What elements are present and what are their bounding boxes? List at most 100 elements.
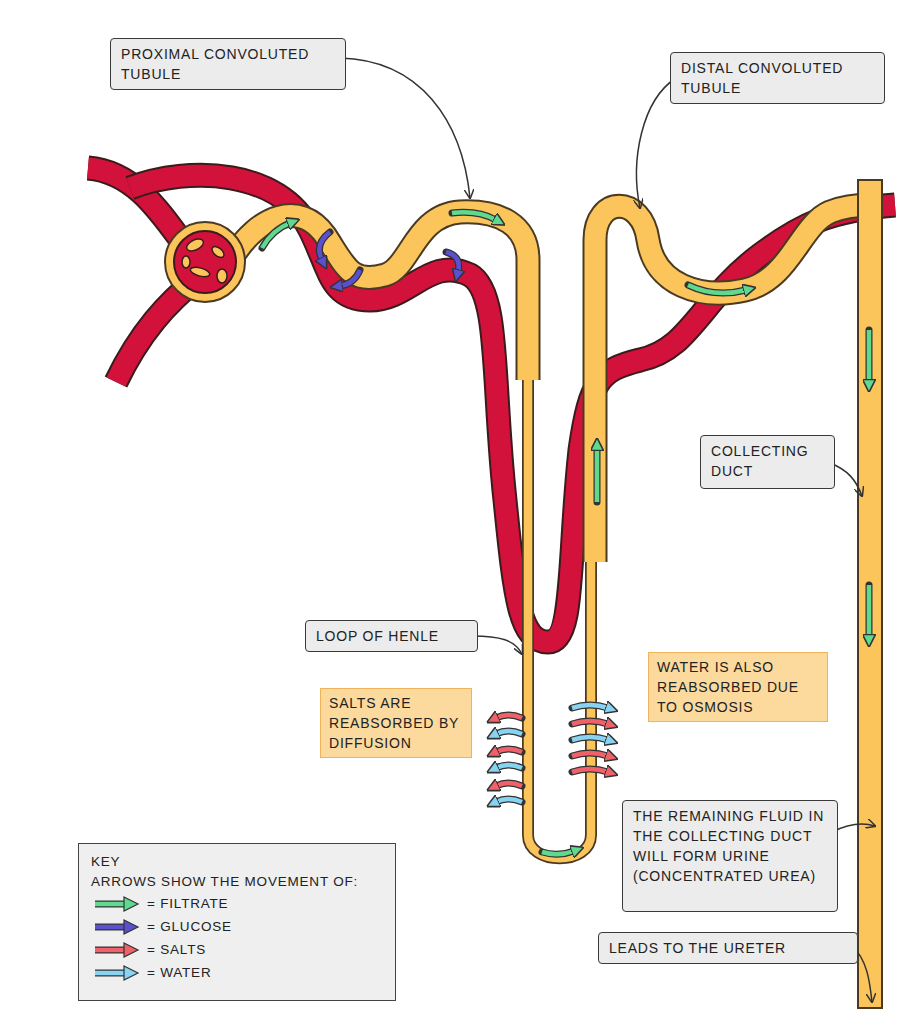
filtrate-arrow — [866, 585, 873, 637]
node-text: KEY — [91, 852, 383, 872]
salt-arrow — [496, 715, 522, 718]
filtrate-arrow — [688, 285, 746, 293]
legend-entry: = FILTRATE — [91, 892, 383, 915]
water-arrow — [496, 799, 522, 802]
legend-arrow-outline — [95, 900, 125, 907]
legend-arrow-body — [95, 901, 126, 906]
salt-arrow — [572, 753, 608, 756]
salt-arrow — [496, 783, 522, 786]
legend-arrow — [91, 942, 141, 958]
legend-text: = SALTS — [147, 940, 206, 960]
note-box: WATER IS ALSO REABSORBED DUE TO OSMOSIS — [648, 652, 828, 722]
glomerulus — [174, 231, 236, 293]
node-text: LEADS TO THE URETER — [609, 938, 847, 958]
water-arrow — [496, 731, 522, 734]
legend-arrow-head — [124, 943, 138, 957]
water-arrow — [496, 799, 522, 802]
glucose-arrow — [446, 252, 459, 272]
loop-thin-limb — [528, 378, 591, 858]
glucose-arrow — [340, 270, 360, 286]
legend-entry: = SALTS — [91, 938, 383, 961]
filtrate-arrow — [542, 851, 574, 854]
bowmans-capsule — [165, 222, 245, 302]
legend-arrow-head — [124, 966, 138, 980]
node-text: THE REMAINING FLUID IN THE COLLECTING DU… — [633, 806, 827, 886]
legend-arrow — [91, 896, 141, 912]
filtrate-arrow — [452, 212, 496, 220]
callout-tag: LOOP OF HENLE — [305, 620, 478, 652]
filtrate-arrows — [262, 212, 869, 854]
salt-arrow — [496, 749, 522, 752]
glucose-arrow — [319, 232, 330, 260]
filtrate-arrow — [866, 330, 873, 382]
node-text: COLLECTING DUCT — [711, 441, 824, 481]
filtrate-arrow — [594, 448, 601, 502]
salt-arrow — [572, 769, 608, 772]
filtrate-arrow — [542, 851, 574, 854]
collecting-duct — [858, 180, 882, 1008]
salt-arrow — [572, 769, 608, 772]
filtrate-arrow — [262, 223, 290, 248]
leader-lines — [337, 55, 875, 1002]
legend-arrow-body — [95, 924, 126, 929]
proximal-tubule — [232, 212, 528, 380]
filtrate-arrow — [867, 330, 872, 382]
glomerulus-gap — [185, 237, 206, 254]
water-arrow — [496, 765, 522, 768]
glomerulus-gap — [217, 269, 227, 283]
callout-tag: COLLECTING DUCT — [700, 435, 835, 489]
filtrate-arrow — [867, 585, 872, 637]
salt-arrow — [496, 749, 522, 752]
blood-vessel — [130, 175, 895, 642]
salt-arrow — [572, 753, 608, 756]
distal-tubule — [595, 205, 872, 562]
water-arrow — [572, 705, 608, 708]
node-text: LOOP OF HENLE — [316, 626, 467, 646]
legend-arrow — [91, 965, 141, 981]
legend-text: = GLUCOSE — [147, 917, 232, 937]
salt-arrow — [572, 721, 608, 724]
node-subtext: ARROWS SHOW THE MOVEMENT OF: — [91, 872, 383, 892]
legend-arrow-body — [95, 970, 126, 975]
legend-arrow-body — [95, 947, 126, 952]
key-box: KEYARROWS SHOW THE MOVEMENT OF:= FILTRAT… — [78, 843, 396, 1001]
callout-tag: THE REMAINING FLUID IN THE COLLECTING DU… — [622, 800, 838, 912]
note-box: SALTS ARE REABSORBED BY DIFFUSION — [320, 688, 472, 758]
glomerulus-gap — [182, 256, 190, 268]
reabsorption-arrows — [496, 705, 608, 802]
legend-arrow-outline — [95, 969, 125, 976]
water-arrow — [496, 765, 522, 768]
legend-arrow-outline — [95, 923, 125, 930]
water-arrow — [572, 737, 608, 740]
glucose-arrow — [319, 232, 330, 260]
glomerulus-gap — [189, 266, 210, 279]
leader-line — [340, 58, 470, 198]
legend-entry: = WATER — [91, 961, 383, 984]
legend-arrow-head — [124, 897, 138, 911]
legend-arrow-outline — [95, 946, 125, 953]
legend-entry: = GLUCOSE — [91, 915, 383, 938]
proximal-tubule — [232, 212, 528, 380]
node-text: DISTAL CONVOLUTED TUBULE — [681, 58, 874, 98]
distal-tubule — [595, 205, 872, 562]
glucose-arrow — [340, 270, 360, 286]
glucose-arrows — [319, 232, 458, 286]
node-text: SALTS ARE REABSORBED BY DIFFUSION — [329, 693, 463, 753]
node-text: PROXIMAL CONVOLUTED TUBULE — [121, 44, 335, 84]
water-arrow — [572, 705, 608, 708]
callout-tag: LEADS TO THE URETER — [598, 932, 858, 964]
loop-thin-limb — [528, 378, 591, 858]
filtrate-arrow — [452, 212, 496, 220]
node-text: WATER IS ALSO REABSORBED DUE TO OSMOSIS — [657, 657, 819, 717]
leader-line — [832, 824, 875, 832]
water-arrow — [496, 731, 522, 734]
leader-line — [472, 636, 522, 654]
water-arrow — [572, 737, 608, 740]
salt-arrow — [496, 783, 522, 786]
legend-text: = FILTRATE — [147, 894, 228, 914]
filtrate-arrow — [262, 223, 290, 248]
legend-text: = WATER — [147, 963, 211, 983]
glucose-arrow — [446, 252, 459, 272]
callout-tag: PROXIMAL CONVOLUTED TUBULE — [110, 38, 346, 90]
